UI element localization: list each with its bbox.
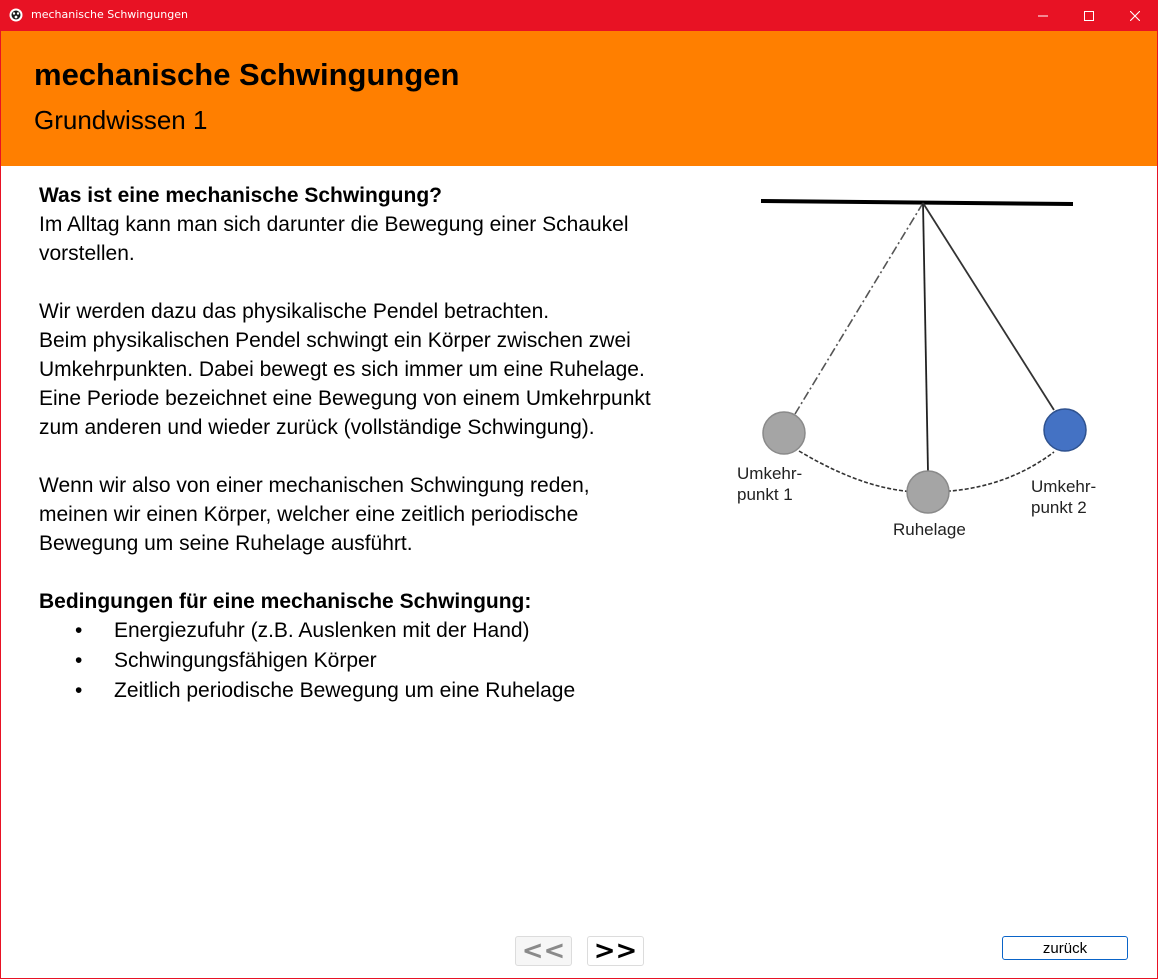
pendulum-diagram: Umkehr- punkt 1 Ruhelage Umkehr- punkt 2 [737,199,1096,539]
app-icon [9,8,23,22]
close-icon [1130,10,1140,21]
list-item-text: Energiezufuhr (z.B. Auslenken mit der Ha… [114,619,530,642]
label-umkehrpunkt-1-line1: Umkehr- [737,464,802,483]
label-umkehrpunkt-1-line2: punkt 1 [737,485,793,504]
text-line: meinen wir einen Körper, welcher eine ze… [39,503,579,526]
maximize-icon [1084,10,1094,21]
text-line: zum anderen und wieder zurück (vollständ… [39,416,595,439]
next-button[interactable]: >> [587,936,644,966]
previous-button[interactable]: << [515,936,572,966]
page-title: mechanische Schwingungen [34,57,460,92]
intro-paragraph: Was ist eine mechanische Schwingung? Im … [39,181,729,268]
rope-center [922,202,929,473]
summary-paragraph: Wenn wir also von einer mechanischen Sch… [39,471,729,558]
ball-right [1043,408,1087,452]
swing-arc [798,450,1055,493]
minimize-icon [1038,15,1048,16]
list-item-text: Schwingungsfähigen Körper [114,649,377,672]
ball-left [762,411,806,455]
back-button[interactable]: zurück [1002,936,1128,960]
label-umkehrpunkt-2-line1: Umkehr- [1031,477,1096,496]
ball-center [906,470,950,514]
maximize-button[interactable] [1066,0,1112,31]
pendulum-paragraph: Wir werden dazu das physikalische Pendel… [39,297,729,442]
bullet-icon: • [75,679,83,702]
minimize-button[interactable] [1020,0,1066,31]
close-button[interactable] [1112,0,1158,31]
list-item: • Energiezufuhr (z.B. Auslenken mit der H… [39,616,729,646]
text-line: Beim physikalischen Pendel schwingt ein … [39,329,631,352]
conditions-heading: Bedingungen für eine mechanische Schwing… [39,590,532,613]
window-body: mechanische Schwingungen Grundwissen 1 W… [1,31,1157,978]
text-line: Bewegung um seine Ruhelage ausführt. [39,532,413,555]
ceiling-bar [760,199,1074,206]
list-item-text: Zeitlich periodische Bewegung um eine Ru… [114,679,576,702]
text-line: Eine Periode bezeichnet eine Bewegung vo… [39,387,651,410]
conditions-list: • Energiezufuhr (z.B. Auslenken mit der H… [39,616,729,706]
content-text: Was ist eine mechanische Schwingung? Im … [39,181,729,706]
text-line: Wir werden dazu das physikalische Pendel… [39,300,550,323]
text-line: Umkehrpunkten. Dabei bewegt es sich imme… [39,358,645,381]
window-title: mechanische Schwingungen [31,8,188,21]
title-bar: mechanische Schwingungen [0,0,1158,31]
bullet-icon: • [75,649,83,672]
text-line: vorstellen. [39,242,135,265]
text-line: Im Alltag kann man sich darunter die Bew… [39,213,629,236]
label-ruhelage: Ruhelage [893,520,966,539]
rope-left-dashed [794,202,924,415]
header-band: mechanische Schwingungen Grundwissen 1 [1,31,1157,166]
list-item: • Schwingungsfähigen Körper [39,646,729,676]
page-subtitle: Grundwissen 1 [34,105,208,135]
label-umkehrpunkt-2-line2: punkt 2 [1031,498,1087,517]
bullet-icon: • [75,619,83,642]
rope-right [922,202,1055,411]
question-heading: Was ist eine mechanische Schwingung? [39,184,442,207]
list-item: • Zeitlich periodische Bewegung um eine R… [39,676,729,706]
text-line: Wenn wir also von einer mechanischen Sch… [39,474,590,497]
